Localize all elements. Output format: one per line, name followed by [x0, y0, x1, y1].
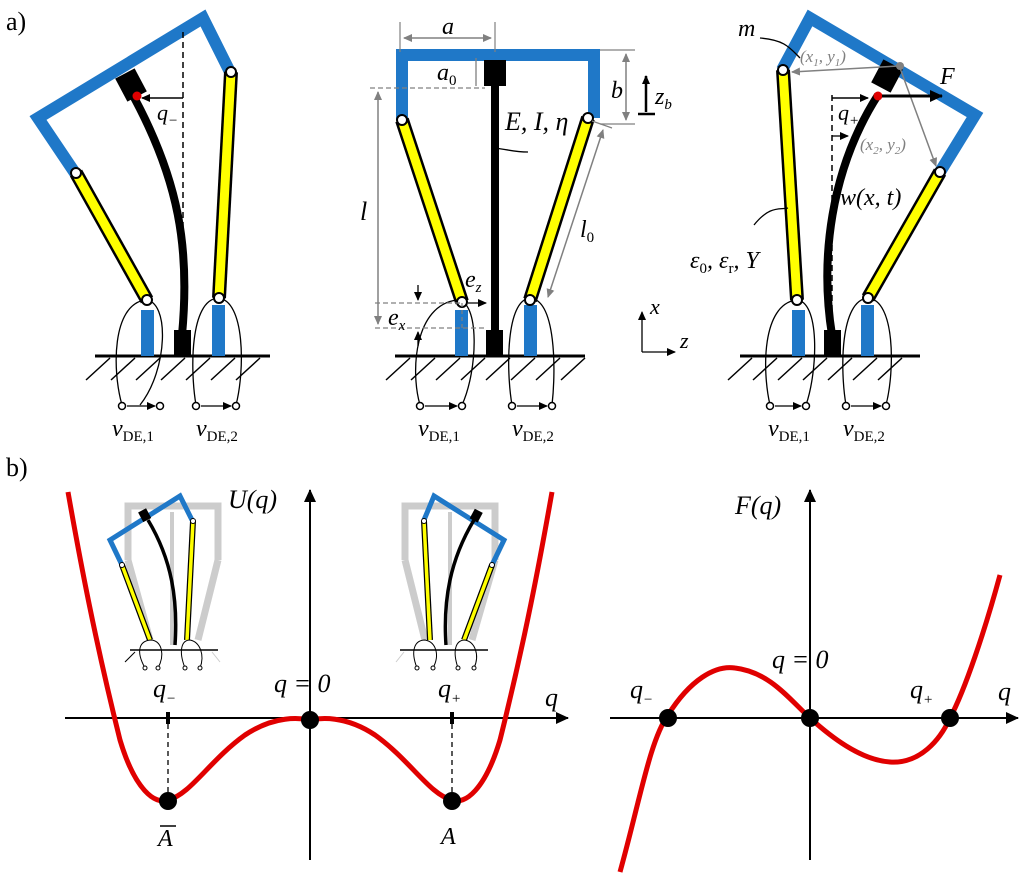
dim-l-label: l: [360, 197, 367, 226]
panel-label-b: b): [6, 453, 28, 482]
panel-label-a: a): [6, 7, 26, 36]
equilibrium-point-icon: [801, 709, 819, 727]
force-plot: F(q) q q− q+ q = 0: [610, 489, 1019, 873]
potential-q-plus: q+: [438, 674, 461, 707]
left-pad-2: [212, 305, 225, 356]
beam-properties-label: E, I, η: [504, 107, 568, 136]
dim-l0-label: l0: [580, 217, 594, 246]
hinge-circle-icon: [70, 66, 237, 306]
dim-ez-label: ez: [465, 267, 482, 296]
potential-plot: U(q) q q− q+ q = 0 A A: [65, 485, 569, 860]
axis-z-label: z: [679, 328, 689, 353]
dim-a-label: a: [442, 14, 454, 40]
left-pad-1: [141, 310, 154, 356]
right-beam: [823, 92, 882, 336]
left-frame: [29, 9, 236, 177]
middle-pad-1: [455, 310, 468, 356]
potential-x-label: q: [545, 683, 558, 712]
electrode-terminal-icon: [117, 401, 241, 411]
middle-voltage-2: vDE,2: [512, 416, 554, 445]
middle-actuator-diagram: a a0 b zb E, I, η l l0 ex ez: [360, 14, 689, 445]
left-wire-1: [115, 299, 164, 406]
mass-m-label: m: [738, 16, 755, 42]
equilibrium-point-icon: [301, 711, 319, 729]
right-mass-point: [873, 91, 883, 101]
left-actuator-diagram: q− vDE,1 vDE,2: [29, 9, 270, 445]
material-props-label: ε0, εr, Y: [690, 248, 761, 277]
potential-A: A: [439, 824, 456, 850]
left-beam-base: [174, 330, 191, 356]
force-q-plus: q+: [910, 675, 933, 708]
middle-beam-base: [486, 330, 503, 356]
deflection-w-label: w(x, t): [840, 185, 901, 211]
electrode-terminal-icon: [765, 401, 891, 411]
point-2-label: (x2, y2): [860, 135, 906, 157]
dim-zb-label: zb: [654, 84, 672, 113]
axis-x-label: x: [649, 294, 660, 319]
dim-b-label: b: [611, 78, 623, 104]
left-voltage-2: vDE,2: [196, 416, 238, 445]
equilibrium-point-icon: [159, 792, 177, 810]
left-q-label: q−: [157, 100, 178, 129]
force-x-label: q: [998, 677, 1011, 706]
potential-y-label: U(q): [228, 485, 277, 514]
left-mass-point: [132, 91, 142, 101]
middle-voltage-1: vDE,1: [418, 416, 460, 445]
equilibrium-point-icon: [659, 709, 677, 727]
force-q-minus: q−: [630, 675, 653, 708]
right-beam-base: [824, 330, 841, 356]
middle-mass: [484, 60, 506, 86]
right-voltage-1: vDE,1: [768, 416, 810, 445]
right-wire-1: [764, 299, 816, 406]
hinge-circle-icon: [396, 112, 594, 308]
force-q-zero: q = 0: [772, 645, 829, 674]
right-q-label: q+: [838, 100, 859, 129]
right-voltage-2: vDE,2: [843, 416, 885, 445]
right-actuator-diagram: (x1, y1) (x2, y2) m F q+ w(x, t) ε0, εr,…: [690, 9, 984, 445]
potential-q-minus: q−: [153, 674, 176, 707]
equilibrium-point-icon: [941, 709, 959, 727]
right-pad-2: [861, 305, 874, 356]
hatched-ground-icon: [85, 354, 270, 381]
equilibrium-point-icon: [443, 792, 461, 810]
left-voltage-1: vDE,1: [112, 416, 154, 445]
coordinate-axes: x z: [638, 294, 689, 356]
dim-ex-label: ex: [388, 305, 406, 334]
right-state-inset: [395, 492, 508, 671]
left-beam: [126, 88, 189, 336]
point-1-label: (x1, y1): [800, 47, 846, 69]
dim-a0-label: a0: [437, 60, 457, 89]
right-pad-1: [792, 310, 805, 356]
middle-pad-2: [524, 305, 537, 356]
potential-q-zero: q = 0: [274, 669, 331, 698]
force-F-label: F: [939, 64, 955, 90]
force-y-label: F(q): [734, 491, 781, 520]
hinge-circle-icon: [777, 64, 946, 306]
left-state-inset: [106, 492, 222, 671]
potential-A-bar: A: [156, 826, 173, 852]
electrode-terminal-icon: [415, 401, 557, 411]
